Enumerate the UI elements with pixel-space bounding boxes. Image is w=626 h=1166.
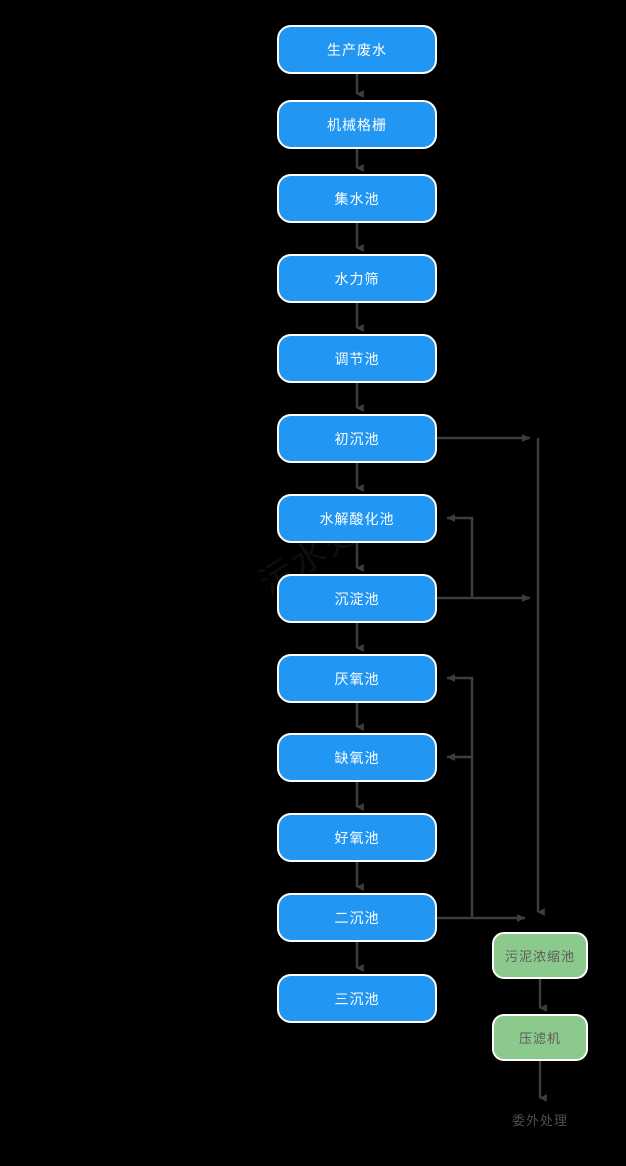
node-mechanical-grille[interactable]: 机械格栅 [277, 100, 437, 149]
node-outsourced-treatment: 委外处理 [511, 1113, 568, 1129]
node-settling-tank[interactable]: 沉淀池 [277, 574, 437, 623]
node-filter-press[interactable]: 压滤机 [492, 1014, 588, 1061]
node-production-wastewater[interactable]: 生产废水 [277, 25, 437, 74]
node-hydraulic-sieve[interactable]: 水力筛 [277, 254, 437, 303]
node-tertiary-sedimentation-tank[interactable]: 三沉池 [277, 974, 437, 1023]
node-hydrolysis-acidification-tank[interactable]: 水解酸化池 [277, 494, 437, 543]
edge-n8-n7-return [446, 514, 474, 598]
edge-n12-n9-return [446, 674, 474, 918]
node-regulating-tank[interactable]: 调节池 [277, 334, 437, 383]
node-secondary-sedimentation-tank[interactable]: 二沉池 [277, 893, 437, 942]
node-sludge-thickening-tank[interactable]: 污泥浓缩池 [492, 932, 588, 979]
node-anoxic-tank[interactable]: 缺氧池 [277, 733, 437, 782]
node-primary-sedimentation-tank[interactable]: 初沉池 [277, 414, 437, 463]
node-aerobic-tank[interactable]: 好氧池 [277, 813, 437, 862]
node-collection-tank[interactable]: 集水池 [277, 174, 437, 223]
node-anaerobic-tank[interactable]: 厌氧池 [277, 654, 437, 703]
